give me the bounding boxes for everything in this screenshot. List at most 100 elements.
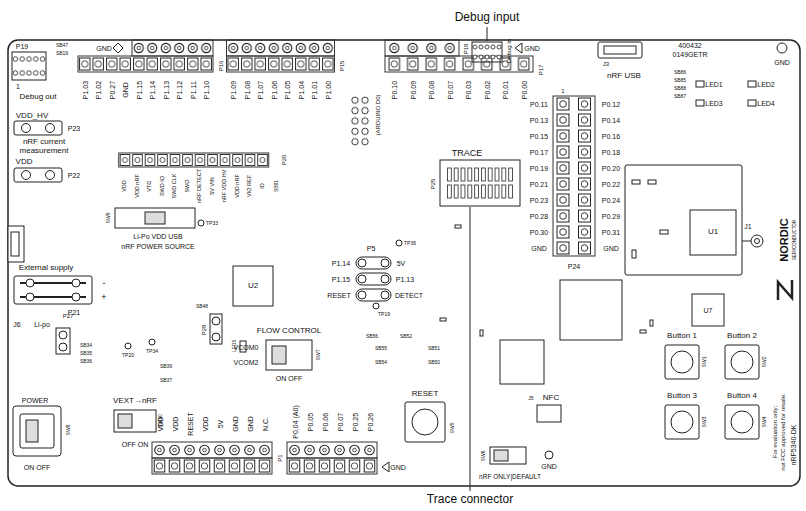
silkscreen-label: VDD: [16, 158, 33, 166]
silkscreen-label: P1: [277, 454, 283, 461]
silkscreen-label: P0.14: [602, 117, 620, 124]
silkscreen-label: VEXT→nRF: [113, 397, 157, 405]
silkscreen-label: P1.06: [270, 81, 277, 99]
silkscreen-label: nRF VDD HV: [222, 170, 228, 203]
silkscreen-label: P1.09: [230, 81, 237, 99]
silkscreen-label: SB87: [674, 94, 686, 99]
silkscreen-label: P20: [281, 155, 287, 166]
silkscreen-label: P1.13: [396, 276, 414, 283]
silkscreen-label: SW3: [702, 417, 707, 428]
silkscreen-label: SWD IO: [160, 176, 166, 196]
silkscreen-label: P19: [16, 43, 28, 50]
silkscreen-label: 5V VIN: [210, 177, 216, 194]
silkscreen-label: VDD: [156, 417, 163, 432]
silkscreen-label: P0.06: [321, 413, 328, 431]
silkscreen-label: U2: [248, 282, 258, 290]
silkscreen-label: P0.00: [520, 81, 527, 99]
silkscreen-label: P0.01: [502, 81, 509, 99]
silkscreen-label: P15: [339, 61, 345, 72]
silkscreen-label: SB39: [160, 364, 172, 369]
silkscreen-label: P25: [430, 179, 436, 190]
silkscreen-label: P17: [538, 65, 544, 76]
silkscreen-label: SB55: [375, 346, 387, 351]
silkscreen-label: J1: [744, 223, 751, 230]
silkscreen-label: SB36: [80, 359, 92, 364]
silkscreen-label: J5: [528, 396, 533, 401]
silkscreen-label: SW1: [702, 357, 707, 368]
silkscreen-label: RESET: [327, 292, 350, 299]
silkscreen-label: -: [103, 279, 106, 288]
silkscreen-label: P1.15: [332, 276, 350, 283]
silkscreen-label: SB37: [160, 378, 172, 383]
silkscreen-label: SB52: [400, 334, 412, 339]
silkscreen-label: Li-po: [34, 321, 50, 328]
silkscreen-label: Button 2: [727, 332, 757, 340]
silkscreen-label: POWER: [22, 397, 48, 404]
silkscreen-label: Button 1: [667, 332, 697, 340]
silkscreen-label: TP20: [122, 353, 134, 358]
silkscreen-label: Debug out: [20, 93, 57, 101]
silkscreen-label: LED4: [757, 100, 775, 107]
silkscreen-label: P0.21: [530, 181, 548, 188]
silkscreen-label: Debug In: [506, 39, 512, 63]
silkscreen-label: GND: [246, 416, 253, 432]
silkscreen-label: P1.08: [243, 81, 250, 99]
silkscreen-label: SW5: [450, 423, 455, 434]
silkscreen-label: P0.23: [530, 197, 548, 204]
silkscreen-label: P1.01: [311, 81, 318, 99]
silkscreen-label: TP34: [146, 349, 158, 354]
silkscreen-label: P0.05: [306, 413, 313, 431]
silkscreen-label: Button 4: [727, 392, 757, 400]
silkscreen-label: P0.11: [530, 101, 548, 108]
silkscreen-label: P0.19: [530, 165, 548, 172]
silkscreen-label: J6: [13, 321, 20, 328]
silkscreen-label: P0.25: [351, 413, 358, 431]
silkscreen-label: RESET: [186, 412, 193, 435]
silkscreen-label: P0.20: [602, 165, 620, 172]
silkscreen-label: SWD CLK: [172, 173, 178, 198]
silkscreen-label: P0.18: [602, 149, 620, 156]
silkscreen-label: P1.03: [81, 81, 88, 99]
silkscreen-label: TP33: [206, 221, 218, 226]
silkscreen-label: P0.07: [336, 413, 343, 431]
silkscreen-label: P0.03: [465, 81, 472, 99]
silkscreen-label: GND: [541, 463, 557, 470]
silkscreen-label: ON OFF: [276, 375, 302, 382]
silkscreen-label: VDD nRF: [235, 174, 241, 198]
silkscreen-label: RESET: [412, 390, 439, 398]
silkscreen-label: P0.15: [530, 133, 548, 140]
silkscreen-label: SB19: [56, 51, 68, 56]
silkscreen-label: SW4: [762, 417, 767, 428]
silkscreen-label: P18: [463, 44, 469, 55]
silkscreen-label: P0.09: [409, 81, 416, 99]
silkscreen-label: 1: [16, 83, 20, 90]
silkscreen-label: VIO REF: [247, 175, 253, 197]
silkscreen-label: nRF current: [23, 138, 65, 146]
silkscreen-label: SB47: [56, 43, 68, 48]
silkscreen-label: GND: [231, 416, 238, 432]
silkscreen-label: External supply: [19, 264, 74, 272]
silkscreen-label: measurement: [20, 147, 69, 155]
silkscreen-label: VCOM2: [234, 359, 259, 366]
silkscreen-label: SB51: [428, 346, 440, 351]
silkscreen-label: P0.29: [602, 213, 620, 220]
silkscreen-label: P28: [201, 325, 207, 336]
silkscreen-label: P23: [68, 125, 80, 132]
silkscreen-label: 1: [561, 88, 564, 94]
silkscreen-label: (ARDUINO D0): [375, 94, 381, 135]
silkscreen-label: P24: [568, 263, 580, 270]
silkscreen-label: Li-Po VDD USB: [133, 233, 182, 240]
silkscreen-label: P1.11: [189, 81, 196, 99]
silkscreen-label: SW8: [66, 425, 71, 436]
silkscreen-label: SB50: [428, 360, 440, 365]
silkscreen-label: TP36: [404, 241, 416, 246]
silkscreen-label: SEMICONDUCTOR: [793, 220, 798, 260]
silkscreen-label: GND: [603, 245, 619, 252]
silkscreen-label: GND: [122, 82, 129, 98]
silkscreen-label: SW6: [481, 451, 486, 462]
silkscreen-label: LED3: [705, 100, 723, 107]
callout-label: Trace connector: [427, 493, 513, 505]
silkscreen-label: VDD: [171, 417, 178, 432]
silkscreen-label: nRF5340-DK: [790, 425, 797, 466]
